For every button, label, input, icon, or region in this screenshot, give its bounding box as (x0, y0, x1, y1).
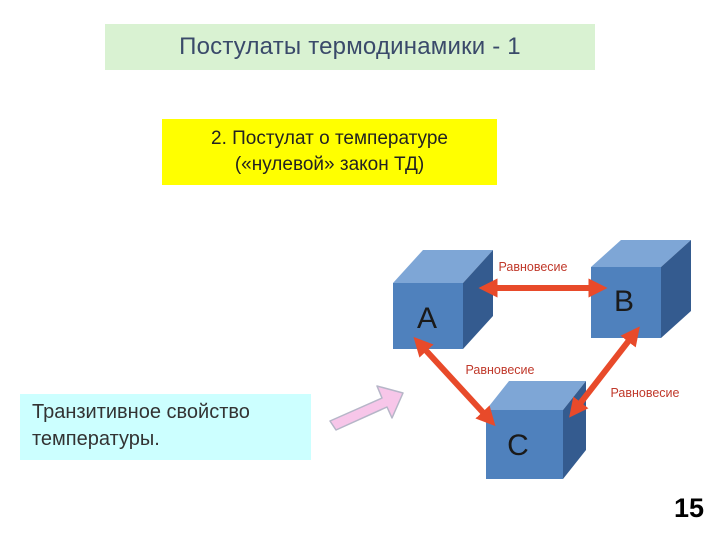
cube-c-top (486, 381, 586, 410)
cube-a-side (463, 250, 493, 349)
transitive-line-2: температуры. (32, 428, 160, 450)
postulate-line-2: («нулевой» закон ТД) (234, 154, 425, 175)
slide-title: Постулаты термодинамики - 1 (105, 24, 595, 70)
arrow-b-c (569, 326, 640, 418)
cube-c-front (486, 410, 563, 479)
link-label-a-c: Равновесие (465, 363, 534, 377)
postulate-line-1: 2. Постулат о температуре (211, 128, 448, 149)
cube-a-label: A (417, 302, 437, 335)
arrow-a-c (413, 336, 496, 427)
cube-b: B (591, 240, 691, 338)
postulate-box: 2. Постулат о температуре («нулевой» зак… (162, 119, 497, 185)
cube-b-label: B (614, 285, 634, 318)
cube-a-top (393, 250, 493, 283)
transitive-property-box: Транзитивное свойство температуры. (20, 394, 311, 460)
link-label-b-c: Равновесие (610, 386, 679, 400)
transitive-line-1: Транзитивное свойство (32, 401, 250, 423)
cube-c: C (486, 381, 586, 479)
page-number-text: 15 (673, 493, 704, 523)
cube-b-side (661, 240, 691, 338)
page-number: 15 (660, 493, 704, 525)
slide-title-text: Постулаты термодинамики - 1 (179, 33, 521, 60)
cube-a: A (393, 250, 493, 349)
cube-b-top (591, 240, 691, 267)
link-label-a-b: Равновесие (498, 260, 567, 274)
pointer-arrow-icon (329, 385, 404, 431)
cube-c-label: C (507, 429, 529, 462)
